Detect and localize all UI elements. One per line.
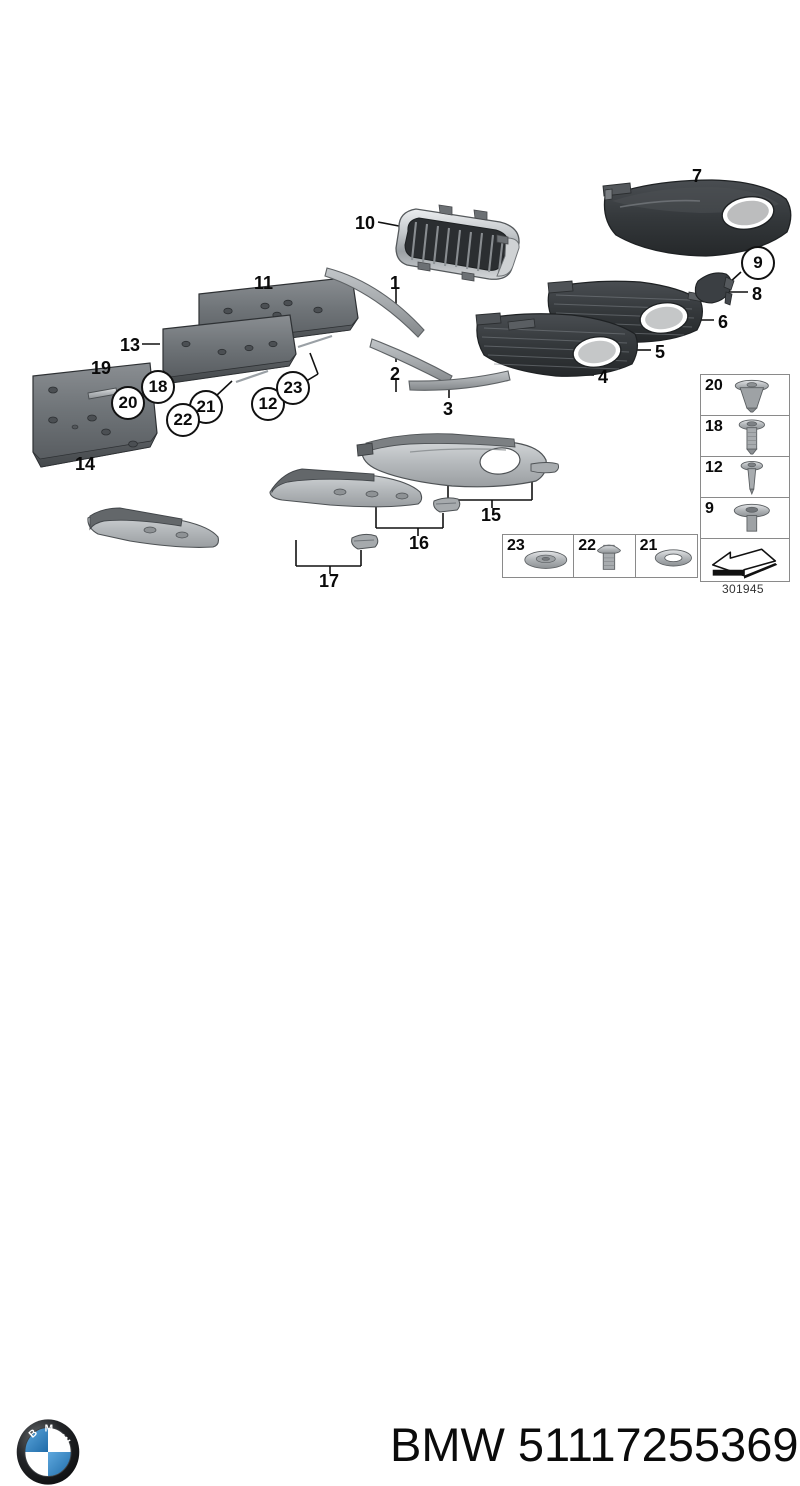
expanding-rivet-icon [734, 379, 769, 413]
fastener-legend-right: 20 18 12 [700, 374, 790, 582]
callout-6: 6 [718, 312, 729, 332]
legend-row-12: 12 [701, 457, 789, 498]
callout-9: 9 [741, 246, 775, 280]
legend-num-20: 20 [705, 377, 723, 394]
callout-3: 3 [443, 399, 454, 419]
callout-13: 13 [120, 335, 141, 355]
callout-15: 15 [481, 505, 502, 525]
kidney-grille [395, 204, 520, 282]
legend-cell-23: 23 [503, 535, 575, 577]
callout-4: 4 [598, 367, 609, 387]
legend-num-9: 9 [705, 500, 714, 517]
callout-11: 11 [254, 273, 274, 293]
callout-16: 16 [409, 533, 430, 553]
callout-10: 10 [355, 213, 376, 233]
legend-row-9: 9 [701, 498, 789, 539]
trim-strip-lower [408, 370, 511, 391]
legend-num-12: 12 [705, 459, 723, 476]
pan-head-screw-icon [738, 419, 765, 455]
callout-19: 19 [91, 358, 112, 378]
drawing-id: 301945 [722, 582, 764, 596]
legend-num-23: 23 [507, 537, 525, 554]
parts-diagram-canvas: 1 2 3 4 5 6 7 8 9 10 11 12 13 14 15 16 1… [0, 166, 800, 1485]
callout-2: 2 [390, 364, 401, 384]
legend-row-18: 18 [701, 416, 789, 457]
clip-16 [433, 497, 461, 513]
legend-cell-21: 21 [636, 535, 697, 577]
trim-strip-upper [324, 267, 425, 338]
bumper-trim-light [356, 433, 560, 488]
footer-bar: B M W BMW 51117255369 [0, 700, 800, 1485]
callout-8: 8 [752, 284, 763, 304]
collar-nut-icon [733, 503, 770, 532]
svg-text:M: M [45, 1424, 54, 1435]
clip-17 [351, 533, 379, 550]
legend-num-22: 22 [578, 537, 597, 554]
callout-20: 20 [111, 386, 145, 420]
legend-row-arrow [701, 539, 789, 583]
callout-5: 5 [655, 342, 666, 362]
callout-18: 18 [141, 370, 175, 404]
trim-rail-upper [269, 468, 423, 508]
fastener-legend-bottom: 23 22 21 [502, 534, 698, 578]
large-washer-icon [524, 550, 568, 569]
diagram-artwork [32, 179, 792, 574]
bmw-roundel-logo: B M W [16, 1419, 80, 1485]
callout-1: 1 [390, 273, 401, 293]
trim-strip-middle [369, 338, 453, 385]
direction-arrow-icon [711, 548, 778, 579]
oval-head-screw-icon [740, 460, 763, 496]
callout-14: 14 [75, 454, 96, 474]
callout-23: 23 [276, 371, 310, 405]
mesh-grille-lower [475, 312, 638, 377]
legend-num-21: 21 [639, 537, 658, 554]
legend-num-18: 18 [705, 418, 723, 435]
legend-cell-22: 22 [574, 535, 636, 577]
callout-22: 22 [166, 403, 200, 437]
callout-7: 7 [692, 166, 703, 186]
dome-head-screw-icon [597, 544, 622, 570]
bracket-wedge [694, 272, 735, 306]
callout-17: 17 [319, 571, 340, 591]
flat-ring-washer-icon [654, 549, 692, 567]
legend-row-20: 20 [701, 375, 789, 416]
plate-holder-middle [162, 314, 297, 384]
footer-part-number: BMW 51117255369 [390, 1418, 799, 1471]
trim-rail-lower [87, 507, 219, 548]
bumper-trim-top [602, 179, 792, 257]
